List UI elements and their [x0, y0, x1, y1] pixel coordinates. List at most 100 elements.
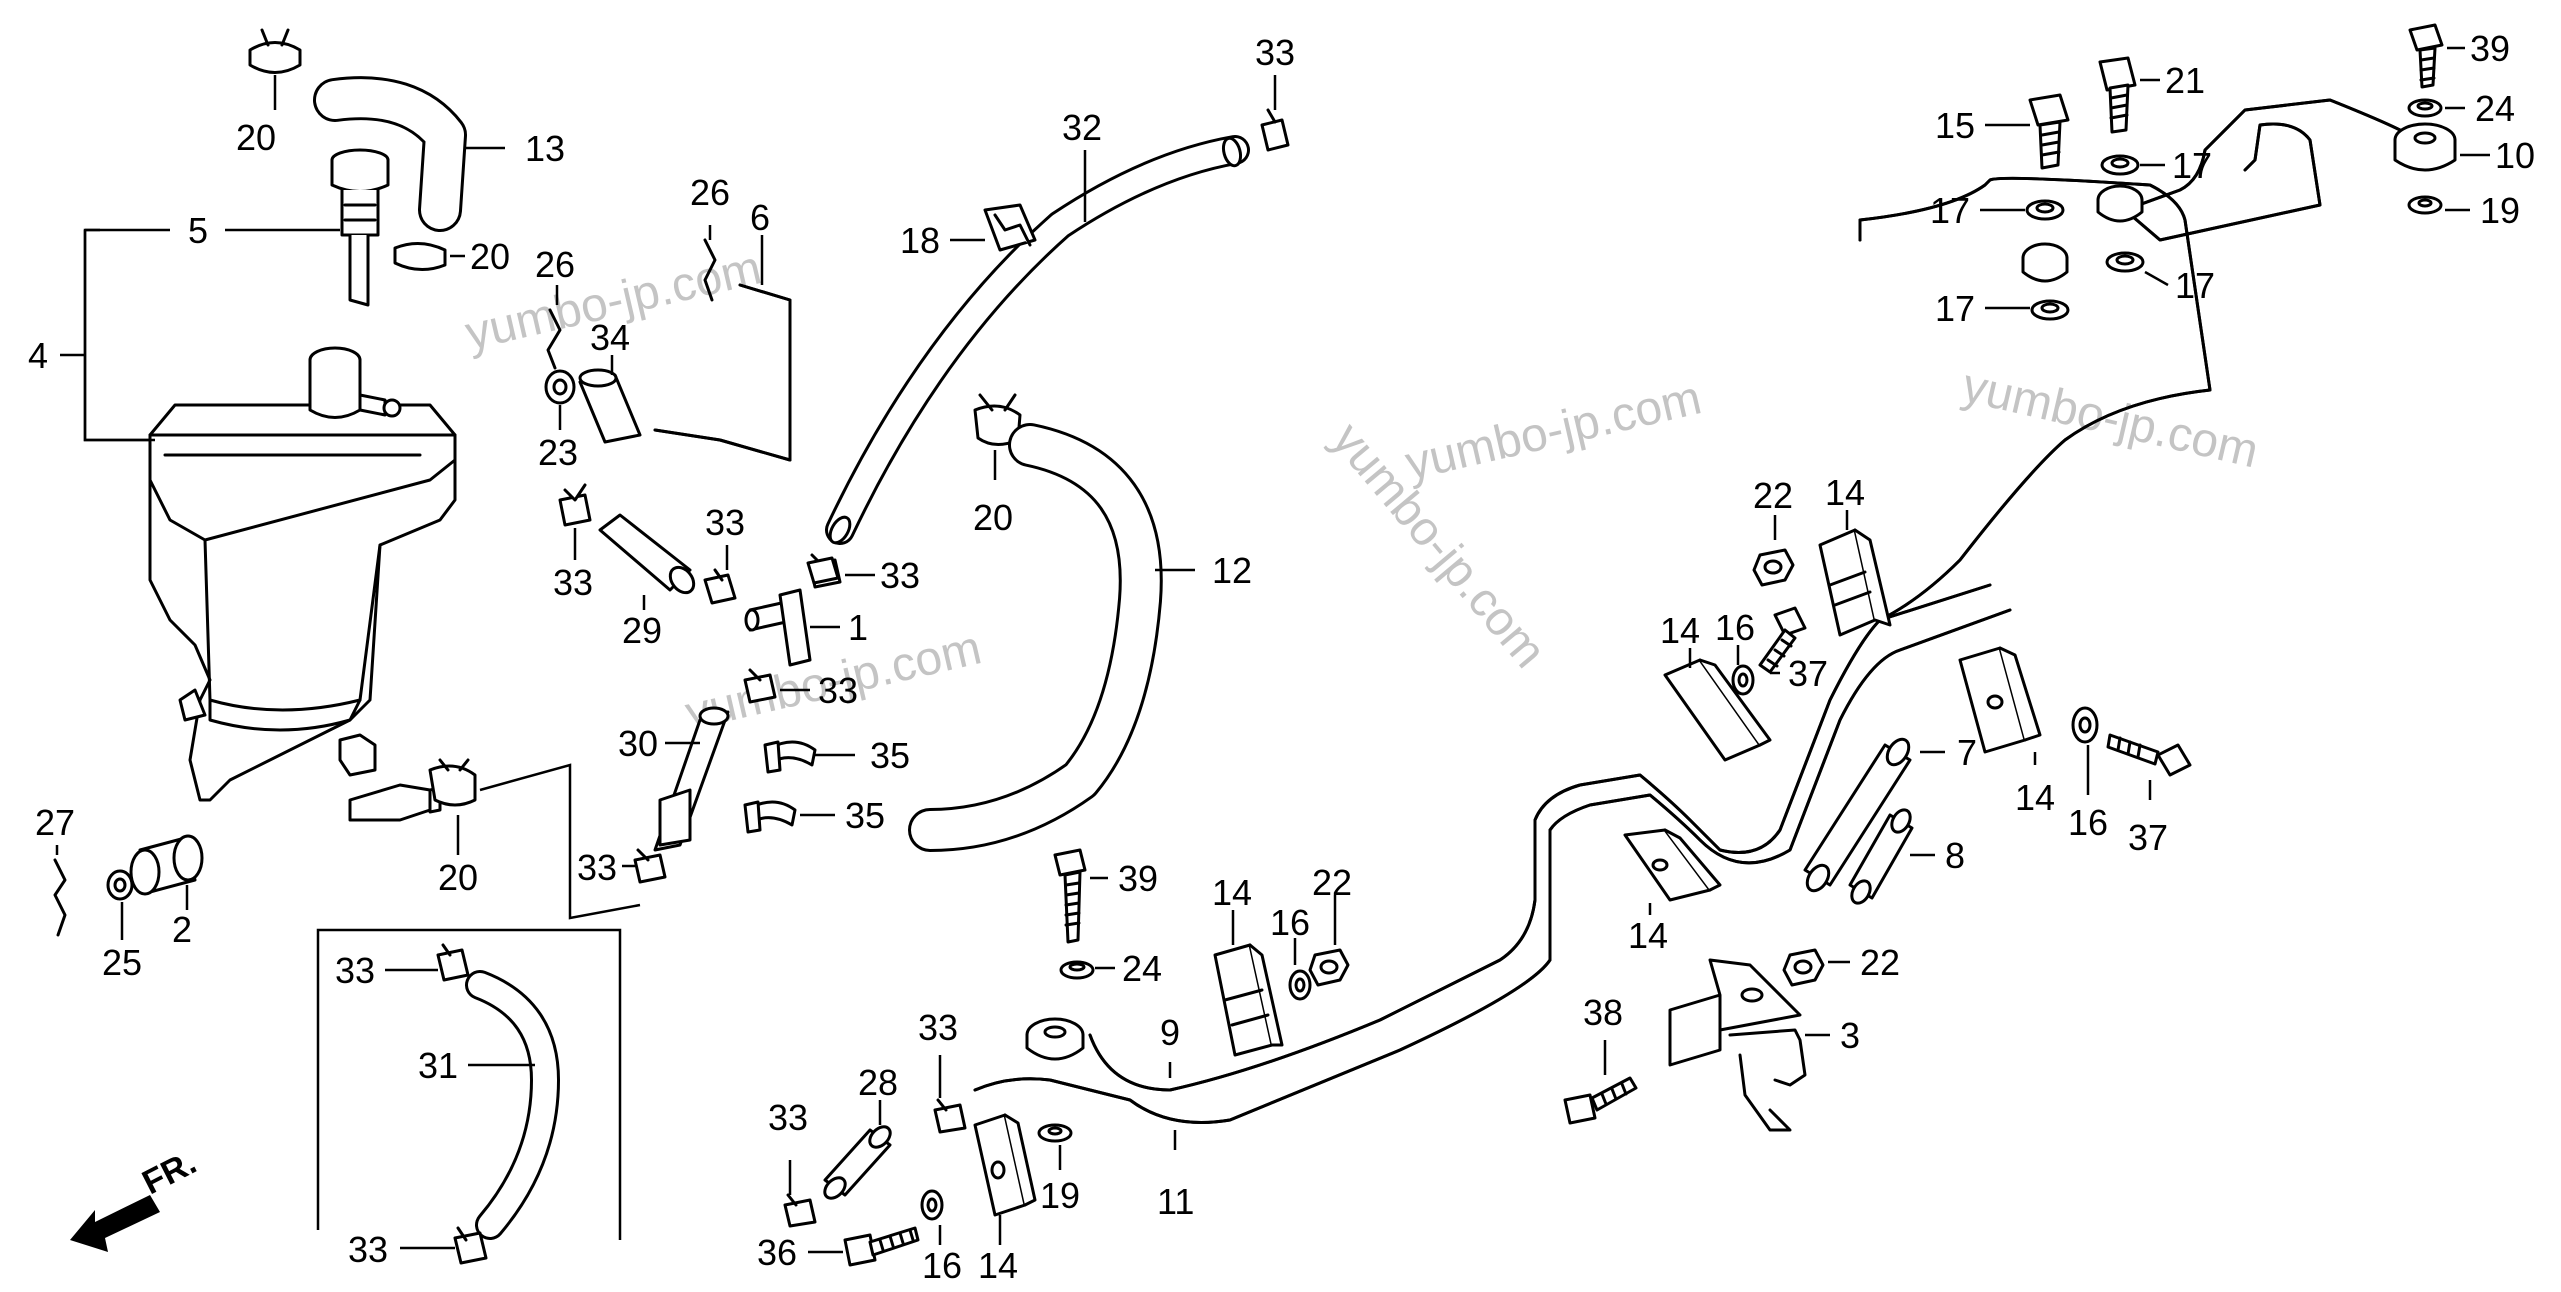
callout-1: 1	[848, 607, 868, 648]
clamp-18	[983, 203, 1037, 252]
callout-20c: 20	[438, 857, 478, 898]
washer-17-c	[2105, 251, 2145, 273]
callout-39b: 39	[1118, 858, 1158, 899]
clip-33-d	[743, 668, 777, 704]
clamp-35-a	[763, 740, 817, 774]
washer-16-mid	[1731, 664, 1755, 696]
callout-11: 11	[1157, 1181, 1194, 1222]
callout-33i: 33	[348, 1229, 388, 1270]
clip-33-f	[1260, 108, 1290, 152]
callout-14d: 14	[1825, 472, 1865, 513]
clip-33-a	[558, 483, 592, 527]
callout-37b: 37	[2128, 817, 2168, 858]
callout-16d: 16	[922, 1245, 962, 1286]
bolt-38	[1563, 1076, 1638, 1125]
clip-33-h	[436, 943, 470, 982]
bolt-15	[2028, 93, 2070, 170]
banjo-fitting-9	[1025, 1017, 1085, 1061]
callout-14e: 14	[1628, 915, 1668, 956]
front-direction-arrow: FR.	[70, 1143, 202, 1252]
callout-36: 36	[757, 1232, 797, 1273]
grommet-14-mid-upper	[1818, 528, 1892, 637]
clip-20-cap	[393, 242, 447, 271]
callout-31: 31	[418, 1045, 458, 1086]
reservoir-cap	[330, 148, 390, 307]
callout-26a: 26	[690, 172, 730, 213]
callout-26b: 26	[535, 244, 575, 285]
nut-22-right	[1782, 948, 1825, 987]
callout-14f: 14	[2015, 777, 2055, 818]
grommet-2	[129, 834, 204, 896]
callout-15: 15	[1935, 105, 1975, 146]
grommet-14-center	[1213, 943, 1284, 1057]
grommet-14-right	[1958, 646, 2042, 754]
callout-13: 13	[525, 128, 565, 169]
washer-25	[106, 869, 134, 901]
pipe-11	[973, 608, 2012, 1124]
washer-16-right	[2071, 706, 2099, 744]
callout-33e: 33	[577, 847, 617, 888]
pipe-10-upper	[2123, 98, 2402, 242]
callout-3: 3	[1840, 1015, 1860, 1056]
clip-27	[53, 858, 67, 937]
bolt-36	[843, 1226, 920, 1267]
callout-39a: 39	[2470, 28, 2510, 69]
callout-14b: 14	[1660, 610, 1700, 651]
hose-13	[313, 76, 467, 232]
clip-33-i	[453, 1226, 488, 1265]
bracket-3	[1668, 958, 1807, 1132]
hose-32	[825, 135, 1250, 545]
hose-28	[823, 1125, 892, 1200]
washer-16-bottom	[920, 1189, 944, 1221]
washer-23	[544, 369, 576, 405]
sleeve-34	[578, 368, 642, 444]
clip-33-b	[703, 568, 737, 605]
hose-7	[1803, 737, 1912, 893]
grommet-14-bottom	[973, 1113, 1037, 1217]
nut-22-mid	[1752, 548, 1795, 587]
callout-16b: 16	[1270, 902, 1310, 943]
callout-16a: 16	[1715, 607, 1755, 648]
callout-19b: 19	[1040, 1175, 1080, 1216]
bolt-37-right	[2106, 733, 2192, 777]
grommet-14-pipe	[1623, 828, 1722, 902]
callout-20d: 20	[973, 497, 1013, 538]
bolt-37-mid	[1758, 606, 1807, 674]
callout-14a: 14	[978, 1245, 1018, 1286]
washer-17-a	[2100, 154, 2140, 176]
callout-8: 8	[1945, 835, 1965, 876]
bolt-39-center	[1053, 848, 1087, 944]
callout-6: 6	[750, 197, 770, 238]
callout-33b: 33	[705, 502, 745, 543]
callout-30: 30	[618, 723, 658, 764]
watermark-5: yumbo-jp.com	[1958, 359, 2264, 478]
leader-4	[83, 228, 155, 442]
pin-26b	[546, 308, 562, 370]
reservoir-tank	[148, 346, 457, 822]
callout-16c: 16	[2068, 802, 2108, 843]
callout-9: 9	[1160, 1012, 1180, 1053]
leader-4b	[83, 230, 150, 442]
callout-2: 2	[172, 909, 192, 950]
clip-20-top	[248, 28, 302, 74]
callout-37a: 37	[1788, 653, 1828, 694]
callout-19a: 19	[2480, 190, 2520, 231]
washer-19-bottom	[1037, 1123, 1073, 1143]
hose-31	[465, 970, 560, 1240]
callout-7: 7	[1957, 732, 1977, 773]
pipe-10	[1858, 176, 2212, 622]
callout-22b: 22	[1312, 862, 1352, 903]
callout-17b: 17	[1930, 190, 1970, 231]
callout-24a: 24	[2475, 88, 2515, 129]
callout-32: 32	[1062, 107, 1102, 148]
callout-25: 25	[102, 942, 142, 983]
rod-6	[653, 283, 792, 462]
svg-text:FR.: FR.	[136, 1143, 202, 1202]
callout-34: 34	[590, 317, 630, 358]
hose-8	[1848, 808, 1914, 905]
clip-33-j	[933, 1098, 967, 1134]
clip-20-outlet	[428, 758, 477, 807]
callout-17d: 17	[1935, 288, 1975, 329]
callout-33k: 33	[768, 1097, 808, 1138]
callout-17a: 17	[2172, 145, 2212, 186]
